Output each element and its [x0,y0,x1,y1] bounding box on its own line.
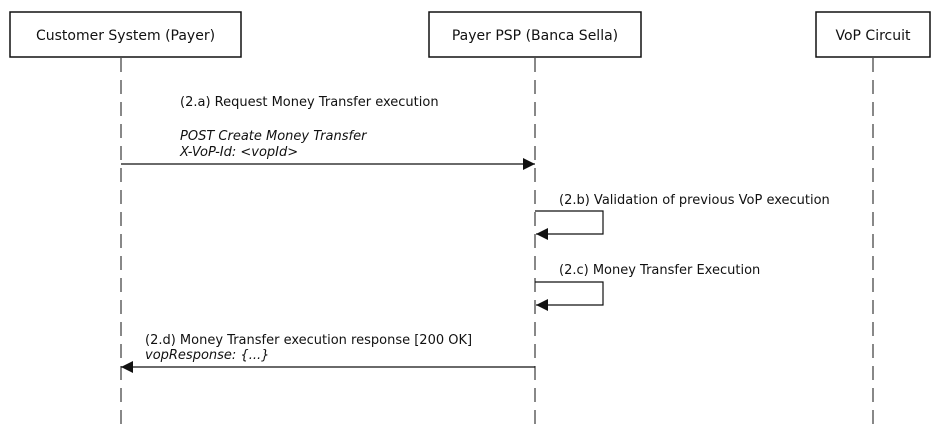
message-2b-label: (2.b) Validation of previous VoP executi… [559,193,830,208]
message-2c: (2.c) Money Transfer Execution [535,263,760,311]
message-2b: (2.b) Validation of previous VoP executi… [535,193,830,240]
message-2d-label: (2.d) Money Transfer execution response … [145,333,472,348]
message-2a-detail-1: POST Create Money Transfer [180,129,368,144]
actor-customer: Customer System (Payer) [9,11,242,58]
message-2b-arrow [535,210,604,240]
actor-psp: Payer PSP (Banca Sella) [428,11,642,58]
actor-vop-label: VoP Circuit [835,28,911,44]
message-2a-label: (2.a) Request Money Transfer execution [180,95,439,110]
message-2c-arrow [535,281,604,311]
actor-psp-label: Payer PSP (Banca Sella) [452,28,618,44]
message-2a: (2.a) Request Money Transfer execution P… [121,95,535,170]
message-2a-detail-2: X-VoP-Id: <vopId> [179,145,298,160]
message-2d: (2.d) Money Transfer execution response … [121,333,535,373]
actor-vop: VoP Circuit [815,11,931,58]
message-2c-label: (2.c) Money Transfer Execution [559,263,760,278]
actor-customer-label: Customer System (Payer) [36,28,215,44]
message-2d-detail-1: vopResponse: {...} [145,348,269,363]
